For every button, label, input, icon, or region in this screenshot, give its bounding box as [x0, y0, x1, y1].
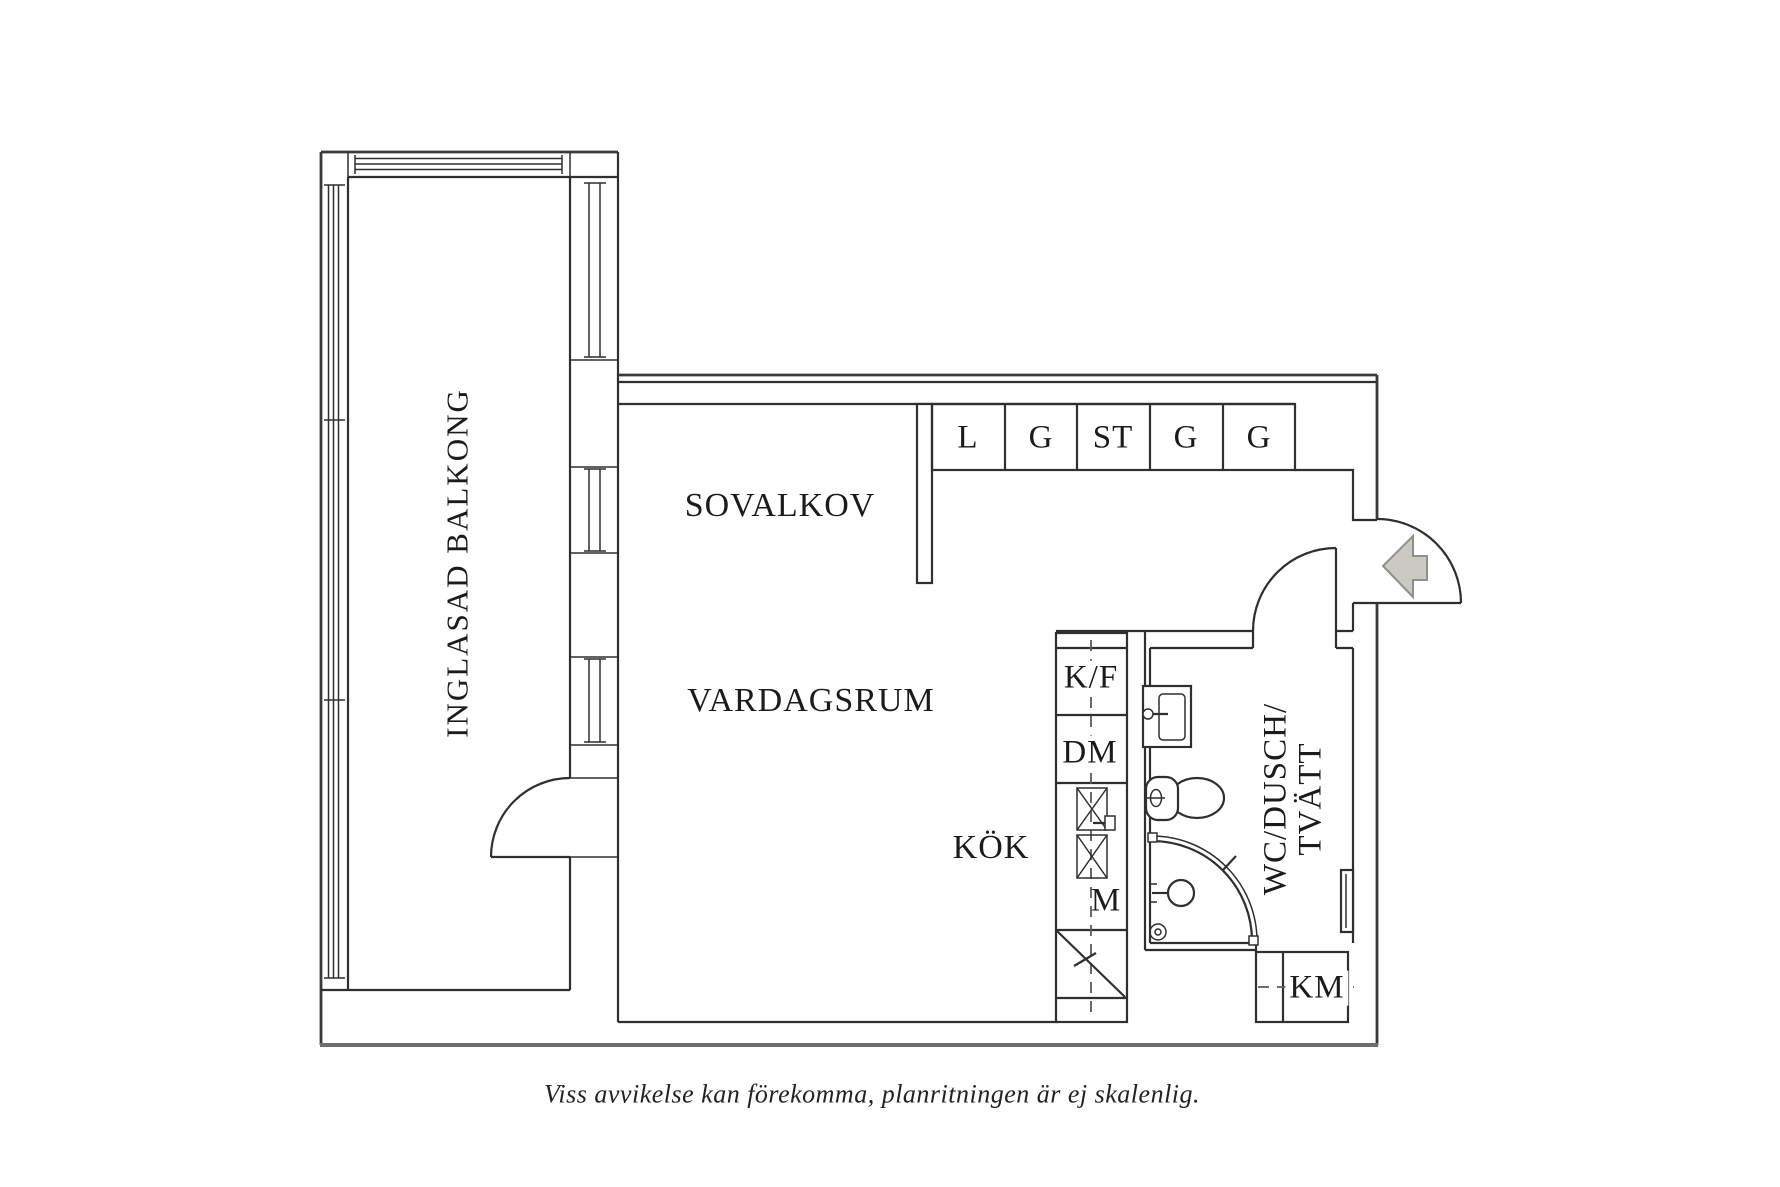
balcony-structure	[319, 150, 620, 1045]
sleeping-alcove-label: SOVALKOV	[684, 487, 876, 525]
dishwasher-label: DM	[1058, 736, 1122, 771]
kitchen-sink-icon	[1076, 787, 1116, 879]
shower-icon	[1147, 832, 1259, 946]
kitchen-label: KÖK	[952, 829, 1030, 867]
closet-label-5: G	[1246, 419, 1272, 456]
disclaimer-caption: Viss avvikelse kan förekomma, planritnin…	[543, 1079, 1201, 1109]
entry-arrow-icon	[1381, 533, 1428, 600]
micro-label: M	[1090, 882, 1122, 919]
entrance-door-swing	[1353, 517, 1463, 605]
closet-row	[930, 402, 1297, 472]
closet-label-1: L	[957, 419, 979, 456]
washbasin-icon	[1141, 684, 1193, 749]
bathroom-label: WC/DUSCH/ TVÄTT	[1257, 702, 1328, 896]
radiator-icon	[1339, 868, 1355, 934]
closet-label-4: G	[1173, 419, 1199, 456]
fridge-freezer-label: K/F	[1059, 661, 1123, 696]
toilet-icon	[1144, 775, 1226, 822]
closet-label-3: ST	[1092, 419, 1134, 456]
hall-walls	[1295, 468, 1377, 631]
kitchen-counter	[1054, 631, 1129, 1024]
bathroom-door-swing	[1251, 546, 1338, 632]
washing-machine-label: KM	[1285, 971, 1349, 1006]
sleeping-alcove-partition	[915, 402, 934, 585]
bathroom-label-line1: WC/DUSCH/	[1257, 702, 1294, 896]
balcony-door-swing	[489, 776, 571, 859]
closet-label-2: G	[1028, 419, 1054, 456]
living-room-label: VARDAGSRUM	[687, 682, 935, 720]
balcony-label: INGLASAD BALKONG	[439, 388, 475, 738]
bathroom-label-line2: TVÄTT	[1292, 742, 1328, 856]
